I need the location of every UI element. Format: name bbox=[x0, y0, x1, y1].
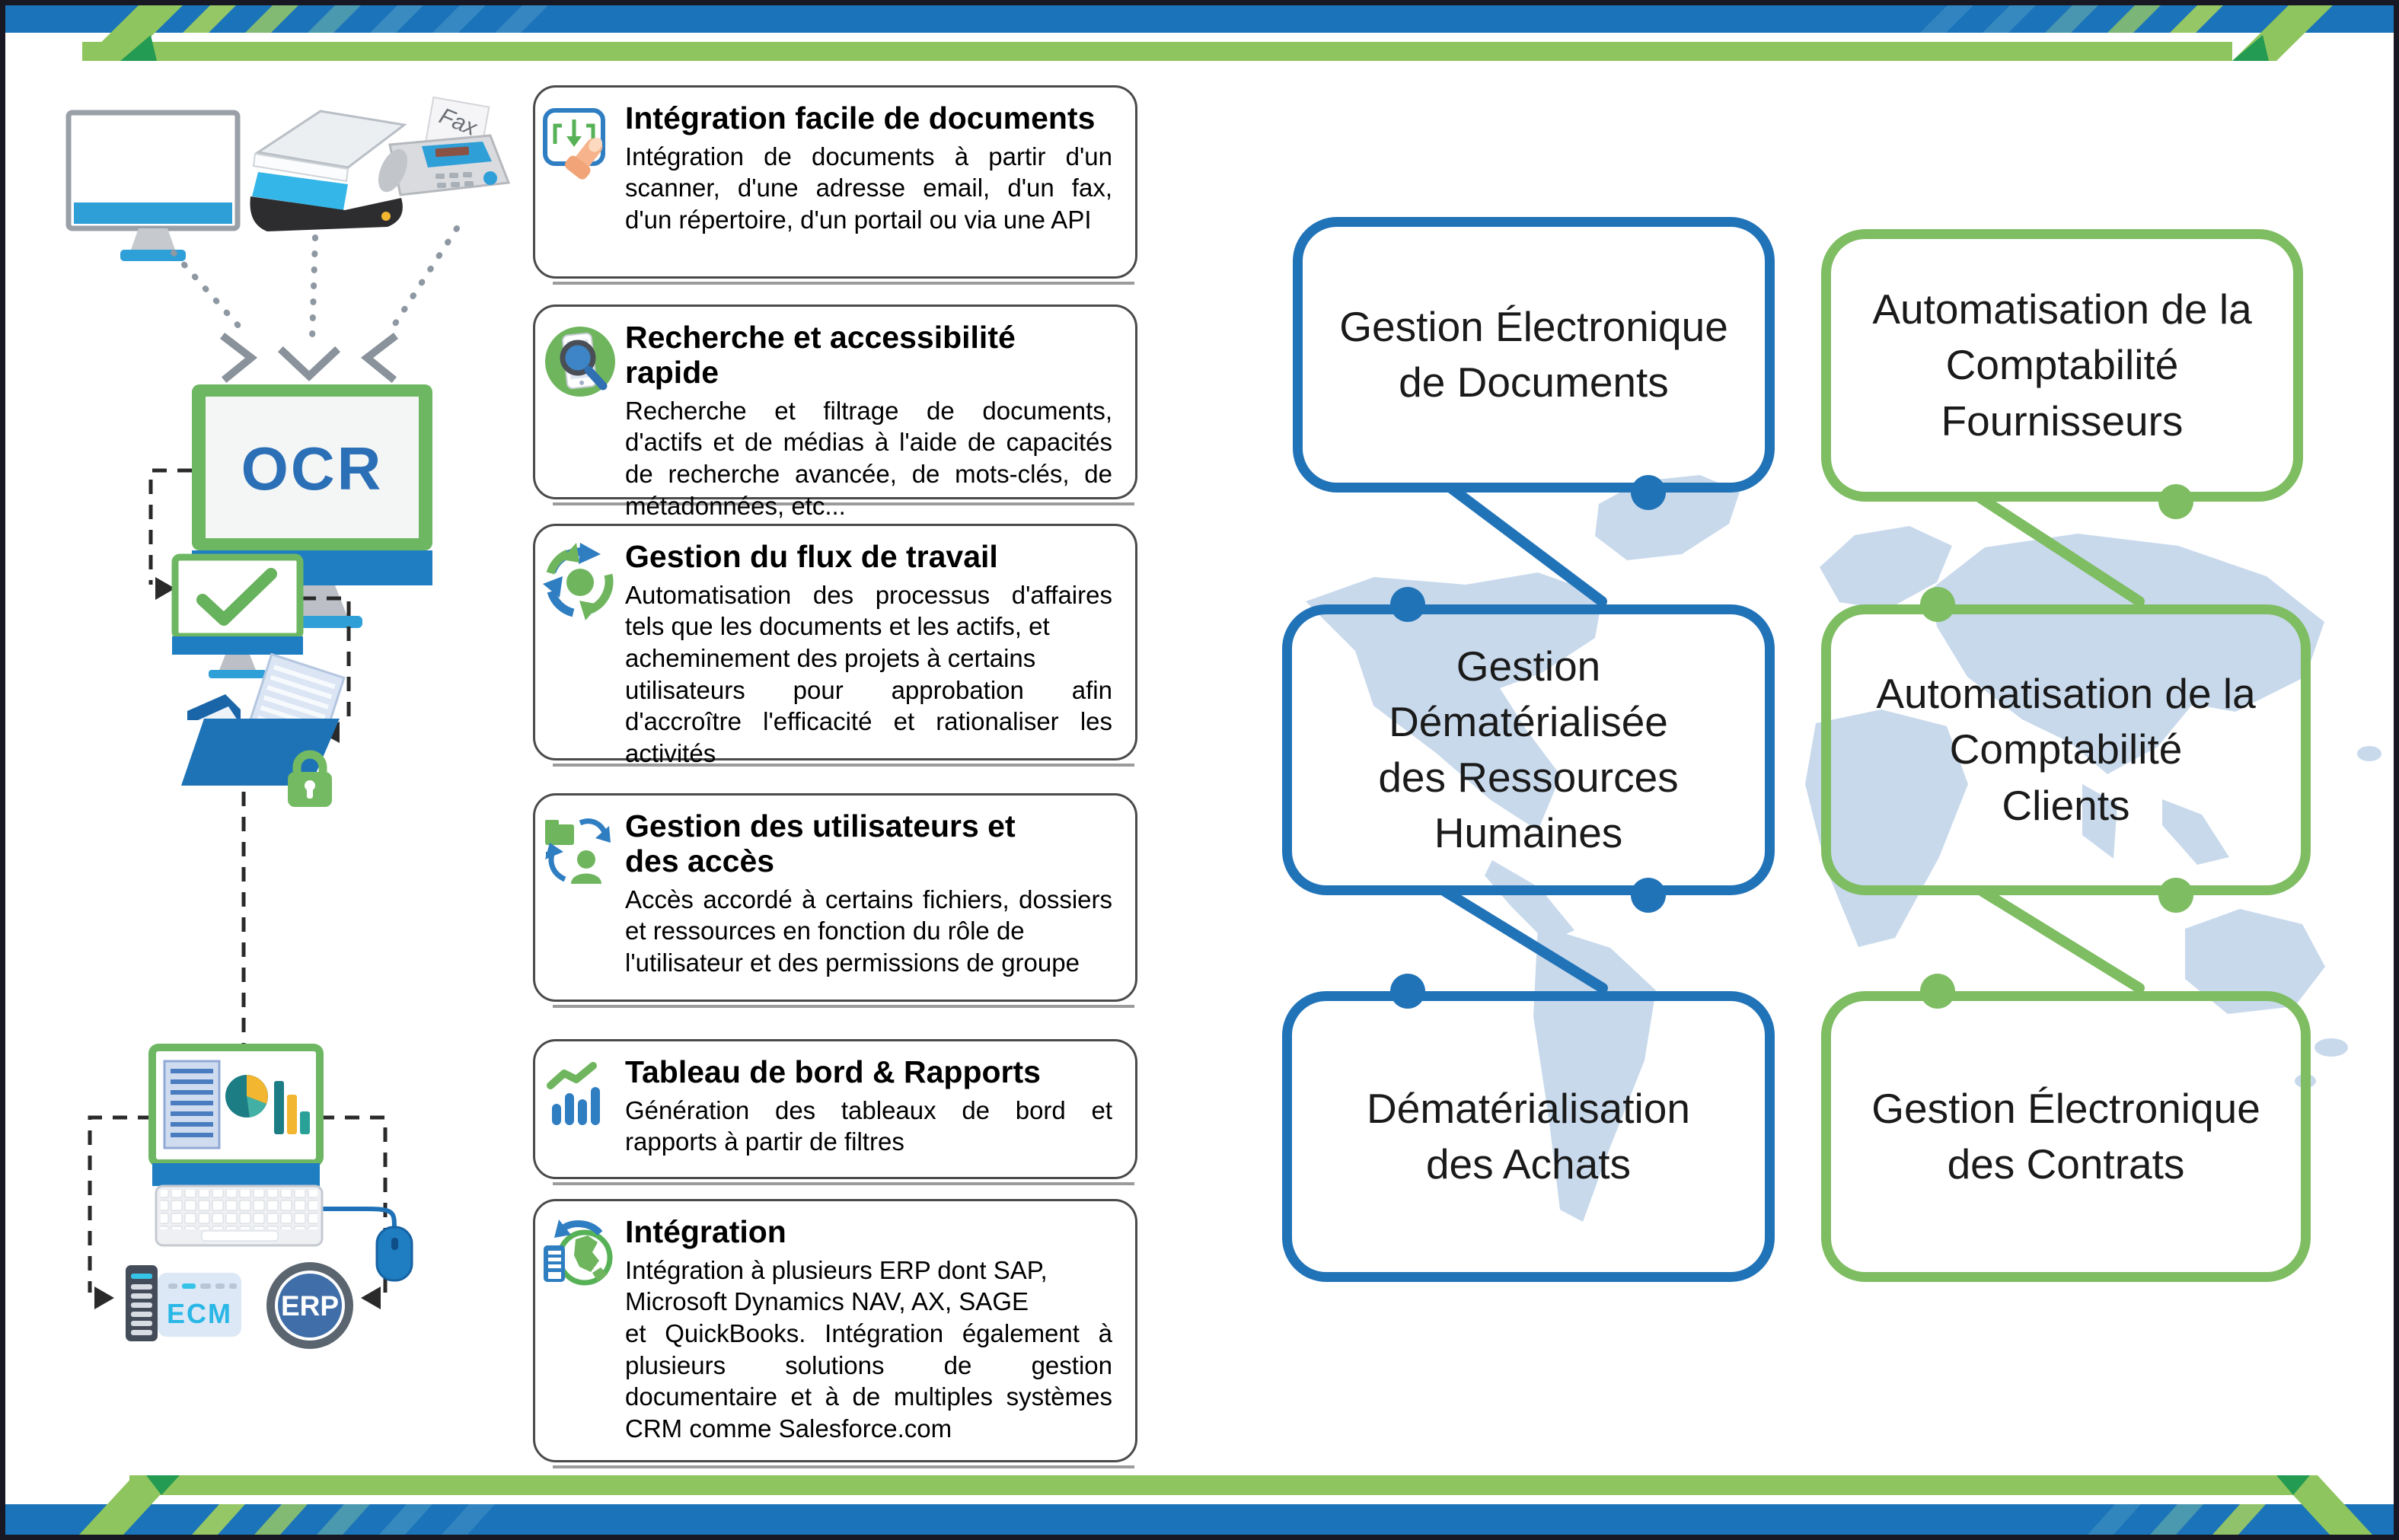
connector-dot bbox=[2158, 878, 2193, 913]
mouse-icon bbox=[375, 1226, 413, 1282]
erp-badge-icon: ERP bbox=[266, 1262, 353, 1349]
solution-box-da: Dématérialisation des Achats bbox=[1282, 991, 1775, 1282]
solution-box-gec: Gestion Électronique des Contrats bbox=[1821, 991, 2311, 1282]
connector-dot bbox=[1390, 587, 1425, 622]
ecm-server-icon: ECM bbox=[126, 1265, 241, 1341]
card-description: Automatisation des processus d'affaires … bbox=[625, 580, 1112, 767]
card-divider-line bbox=[553, 1182, 1134, 1185]
solution-box-label: Gestion Électronique de Documents bbox=[1339, 302, 1728, 406]
connector-dot bbox=[2158, 484, 2193, 519]
feature-card-search: Recherche et accessibilité rapide Recher… bbox=[533, 304, 1137, 520]
solution-box-gdrh: Gestion Dématérialisée des Ressources Hu… bbox=[1282, 604, 1775, 895]
validation-check-monitor-icon bbox=[171, 553, 304, 678]
bottom-blue-bar bbox=[5, 1504, 2394, 1535]
search-icon bbox=[535, 307, 625, 497]
card-divider-line bbox=[553, 282, 1134, 285]
integration-globe-icon bbox=[535, 1201, 625, 1460]
ecm-label: ECM bbox=[167, 1298, 232, 1329]
fax-machine-icon: Fax bbox=[378, 96, 511, 196]
connector-dot bbox=[1390, 974, 1425, 1009]
connector-dot bbox=[1631, 475, 1666, 510]
card-divider-line bbox=[553, 1465, 1134, 1468]
solution-box-label: Automatisation de la Comptabilité Client… bbox=[1876, 670, 2256, 829]
feature-card-users-access: Gestion des utilisateurs et des accès Ac… bbox=[533, 793, 1137, 1002]
feature-card-integration: Intégration Intégration à plusieurs ERP … bbox=[533, 1199, 1137, 1462]
feature-card-document-import: Intégration facile de documents Intégrat… bbox=[533, 85, 1137, 279]
solution-box-label: Gestion Dématérialisée des Ressources Hu… bbox=[1378, 642, 1679, 857]
top-left-ribbon bbox=[82, 5, 548, 61]
connector-dot bbox=[1920, 587, 1955, 622]
card-title: Intégration bbox=[625, 1214, 786, 1249]
feature-card-dashboard: Tableau de bord & Rapports Génération de… bbox=[533, 1039, 1137, 1179]
solution-box-acf: Automatisation de la Comptabilité Fourni… bbox=[1821, 229, 2303, 502]
scanner-icon bbox=[250, 110, 407, 231]
source-connector-lines bbox=[171, 225, 460, 343]
workflow-cycle-icon bbox=[535, 526, 625, 758]
ocr-flow-diagram: Fax OCR bbox=[65, 96, 511, 1349]
document-import-icon bbox=[535, 88, 625, 276]
solution-box-label: Automatisation de la Comptabilité Fourni… bbox=[1872, 285, 2252, 445]
card-description: Recherche et filtrage de documents, d'ac… bbox=[625, 396, 1112, 520]
top-green-bar bbox=[82, 42, 2232, 61]
card-description: Génération des tableaux de bord et rappo… bbox=[625, 1095, 1112, 1156]
card-title: Gestion des utilisateurs et des accès bbox=[625, 808, 1016, 878]
bottom-left-ribbon bbox=[79, 1475, 495, 1535]
connector-dot bbox=[1631, 878, 1666, 913]
solution-box-label: Dématérialisation des Achats bbox=[1367, 1084, 1690, 1188]
solutions-panel: Gestion Électronique de Documents Automa… bbox=[1241, 175, 2399, 1363]
mouse-cable bbox=[277, 1207, 397, 1229]
secure-folder-lock-icon bbox=[181, 652, 346, 807]
desktop-computer-icon bbox=[65, 110, 241, 261]
card-divider-line bbox=[553, 502, 1134, 505]
converge-arrow-chevrons bbox=[219, 332, 399, 384]
top-border-decoration bbox=[5, 5, 2394, 61]
card-description: Intégration de documents à partir d'un s… bbox=[625, 142, 1112, 234]
top-blue-bar bbox=[5, 5, 2394, 33]
card-title: Recherche et accessibilité rapide bbox=[625, 320, 1016, 390]
card-divider-line bbox=[553, 1005, 1134, 1008]
card-divider-line bbox=[553, 764, 1134, 767]
top-right-ribbon bbox=[1920, 5, 2333, 61]
solution-box-ged: Gestion Électronique de Documents bbox=[1293, 217, 1775, 493]
card-title: Gestion du flux de travail bbox=[625, 539, 998, 574]
card-description: Intégration à plusieurs ERP dont SAP, Mi… bbox=[625, 1255, 1112, 1443]
erp-label: ERP bbox=[281, 1290, 339, 1322]
dashboard-chart-icon bbox=[535, 1041, 625, 1177]
solution-box-acc: Automatisation de la Comptabilité Client… bbox=[1821, 604, 2311, 895]
ocr-label: OCR bbox=[241, 435, 384, 502]
solution-box-label: Gestion Électronique des Contrats bbox=[1871, 1084, 2260, 1188]
users-access-icon bbox=[535, 796, 625, 1000]
bottom-right-ribbon bbox=[2088, 1475, 2372, 1535]
card-description: Accès accordé à certains fichiers, dossi… bbox=[625, 885, 1112, 977]
connector-dot bbox=[1920, 974, 1955, 1009]
keyboard-icon bbox=[155, 1184, 324, 1247]
padlock-icon bbox=[288, 750, 332, 807]
solution-connectors bbox=[1440, 483, 2145, 993]
bottom-green-bar bbox=[129, 1475, 2318, 1495]
card-title: Intégration facile de documents bbox=[625, 100, 1096, 136]
card-title: Tableau de bord & Rapports bbox=[625, 1054, 1041, 1089]
feature-card-workflow: Gestion du flux de travail Automatisatio… bbox=[533, 524, 1137, 767]
bottom-border-decoration bbox=[5, 1475, 2394, 1535]
